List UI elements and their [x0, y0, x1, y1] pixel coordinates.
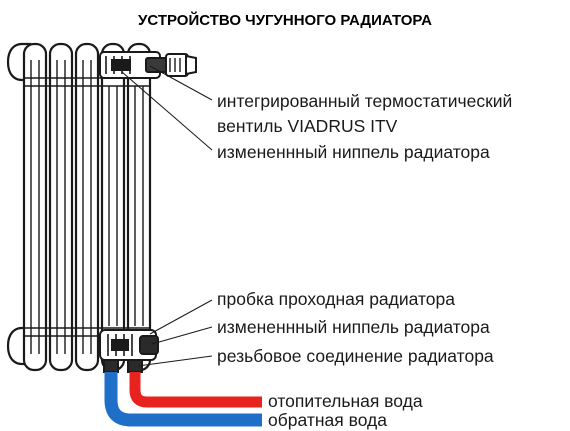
label-supply-water: отопительная вода — [268, 391, 423, 411]
label-nipple-bottom: измененнный ниппель радиатора — [217, 317, 490, 337]
supply-water-pipe — [129, 372, 262, 408]
radiator-section-4 — [100, 42, 126, 372]
radiator-section-1 — [22, 42, 48, 372]
thermostatic-valve — [99, 51, 197, 79]
label-thermostatic-valve-line1: интегрированный термостатический — [217, 91, 512, 111]
label-thermostatic-valve-line2: вентиль VIADRUS ITV — [217, 116, 398, 136]
label-return-water: обратная вода — [268, 410, 387, 430]
bottom-fittings — [99, 329, 159, 373]
leader-lines — [121, 65, 213, 367]
diagram-title: УСТРОЙСТВО ЧУГУННОГО РАДИАТОРА — [138, 11, 432, 29]
return-water-pipe — [104, 372, 262, 427]
radiator-section-2 — [48, 42, 74, 372]
cast-iron-radiator — [6, 42, 152, 372]
radiator-section-3 — [74, 42, 100, 372]
label-nipple-top: измененнный ниппель радиатора — [217, 142, 490, 162]
label-plug: пробка проходная радиатора — [217, 289, 455, 309]
label-threaded-connection: резьбовое соединение радиатора — [217, 346, 494, 366]
